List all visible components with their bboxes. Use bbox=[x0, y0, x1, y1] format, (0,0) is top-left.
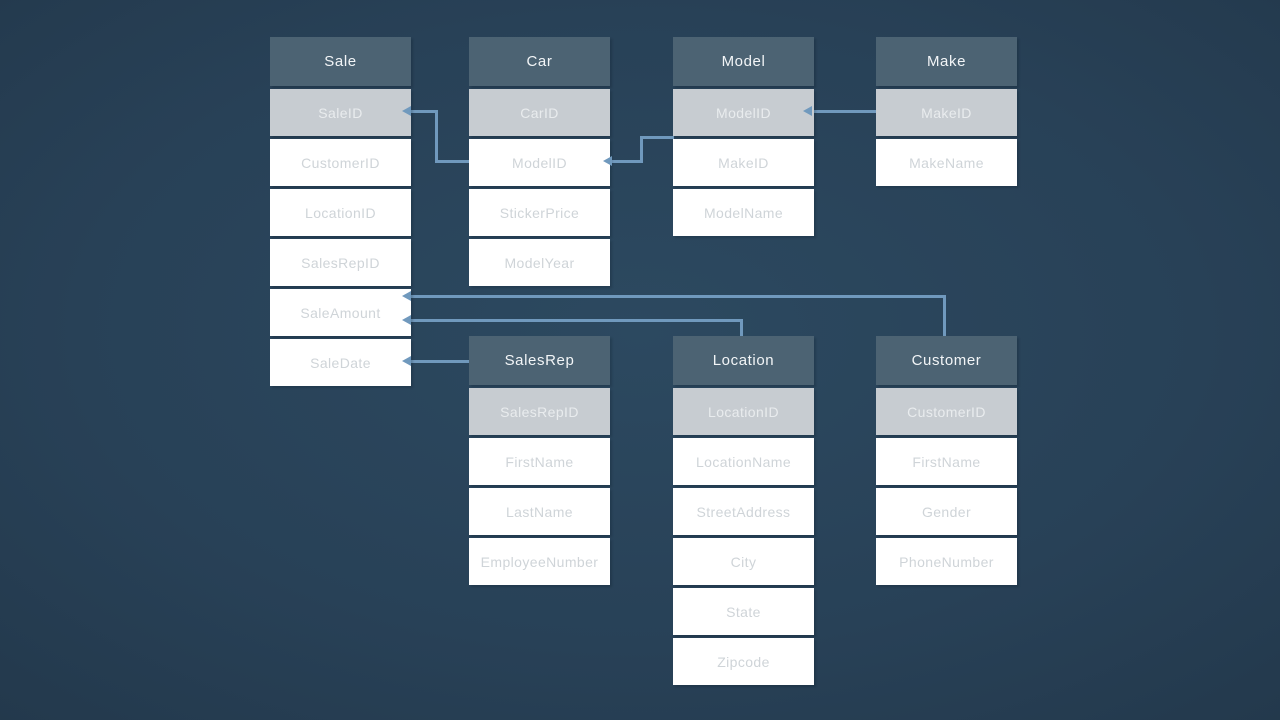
table-row: MakeID bbox=[673, 139, 814, 186]
table-row: Zipcode bbox=[673, 638, 814, 685]
table-row-pk: ModelID bbox=[673, 89, 814, 136]
table-row: ModelName bbox=[673, 189, 814, 236]
table-row: MakeName bbox=[876, 139, 1017, 186]
arrowhead-icon bbox=[402, 356, 411, 366]
connector-sale-customer-seg bbox=[411, 295, 946, 298]
arrowhead-icon bbox=[803, 106, 812, 116]
table-customer: Customer CustomerID FirstName Gender Pho… bbox=[876, 336, 1017, 588]
table-row: FirstName bbox=[876, 438, 1017, 485]
table-car-header: Car bbox=[469, 37, 610, 86]
arrowhead-icon bbox=[402, 315, 411, 325]
table-row-pk: SalesRepID bbox=[469, 388, 610, 435]
table-row: SalesRepID bbox=[270, 239, 411, 286]
table-row: ModelYear bbox=[469, 239, 610, 286]
table-row-pk: CarID bbox=[469, 89, 610, 136]
table-row: Gender bbox=[876, 488, 1017, 535]
table-row: LastName bbox=[469, 488, 610, 535]
connector-sale-car-seg bbox=[435, 160, 471, 163]
table-salesrep-header: SalesRep bbox=[469, 336, 610, 385]
table-row: StreetAddress bbox=[673, 488, 814, 535]
table-row: StickerPrice bbox=[469, 189, 610, 236]
table-row: CustomerID bbox=[270, 139, 411, 186]
table-salesrep: SalesRep SalesRepID FirstName LastName E… bbox=[469, 336, 610, 588]
table-sale: Sale SaleID CustomerID LocationID SalesR… bbox=[270, 37, 411, 389]
arrowhead-icon bbox=[603, 156, 612, 166]
connector-sale-customer-seg bbox=[943, 295, 946, 338]
table-model-header: Model bbox=[673, 37, 814, 86]
table-row: State bbox=[673, 588, 814, 635]
table-location-header: Location bbox=[673, 336, 814, 385]
table-row: LocationID bbox=[270, 189, 411, 236]
connector-make-model-seg bbox=[812, 110, 877, 113]
table-row-pk: CustomerID bbox=[876, 388, 1017, 435]
connector-car-model-seg bbox=[610, 160, 643, 163]
table-sale-header: Sale bbox=[270, 37, 411, 86]
connector-sale-location-seg bbox=[740, 319, 743, 338]
table-row-pk: MakeID bbox=[876, 89, 1017, 136]
table-row-pk: SaleID bbox=[270, 89, 411, 136]
connector-car-model-seg bbox=[640, 137, 643, 163]
connector-car-model-seg bbox=[640, 136, 674, 139]
table-row: FirstName bbox=[469, 438, 610, 485]
connector-sale-salesrep-seg bbox=[411, 360, 470, 363]
connector-sale-car-seg bbox=[435, 110, 438, 163]
table-row: ModelID bbox=[469, 139, 610, 186]
table-make: Make MakeID MakeName bbox=[876, 37, 1017, 189]
table-location: Location LocationID LocationName StreetA… bbox=[673, 336, 814, 688]
table-customer-header: Customer bbox=[876, 336, 1017, 385]
table-car: Car CarID ModelID StickerPrice ModelYear bbox=[469, 37, 610, 289]
table-row: SaleAmount bbox=[270, 289, 411, 336]
connector-sale-car-seg bbox=[411, 110, 438, 113]
table-row: EmployeeNumber bbox=[469, 538, 610, 585]
arrowhead-icon bbox=[402, 291, 411, 301]
table-row: PhoneNumber bbox=[876, 538, 1017, 585]
table-model: Model ModelID MakeID ModelName bbox=[673, 37, 814, 239]
table-row: SaleDate bbox=[270, 339, 411, 386]
arrowhead-icon bbox=[402, 106, 411, 116]
table-make-header: Make bbox=[876, 37, 1017, 86]
table-row: LocationName bbox=[673, 438, 814, 485]
table-row: City bbox=[673, 538, 814, 585]
connector-sale-location-seg bbox=[411, 319, 743, 322]
table-row-pk: LocationID bbox=[673, 388, 814, 435]
